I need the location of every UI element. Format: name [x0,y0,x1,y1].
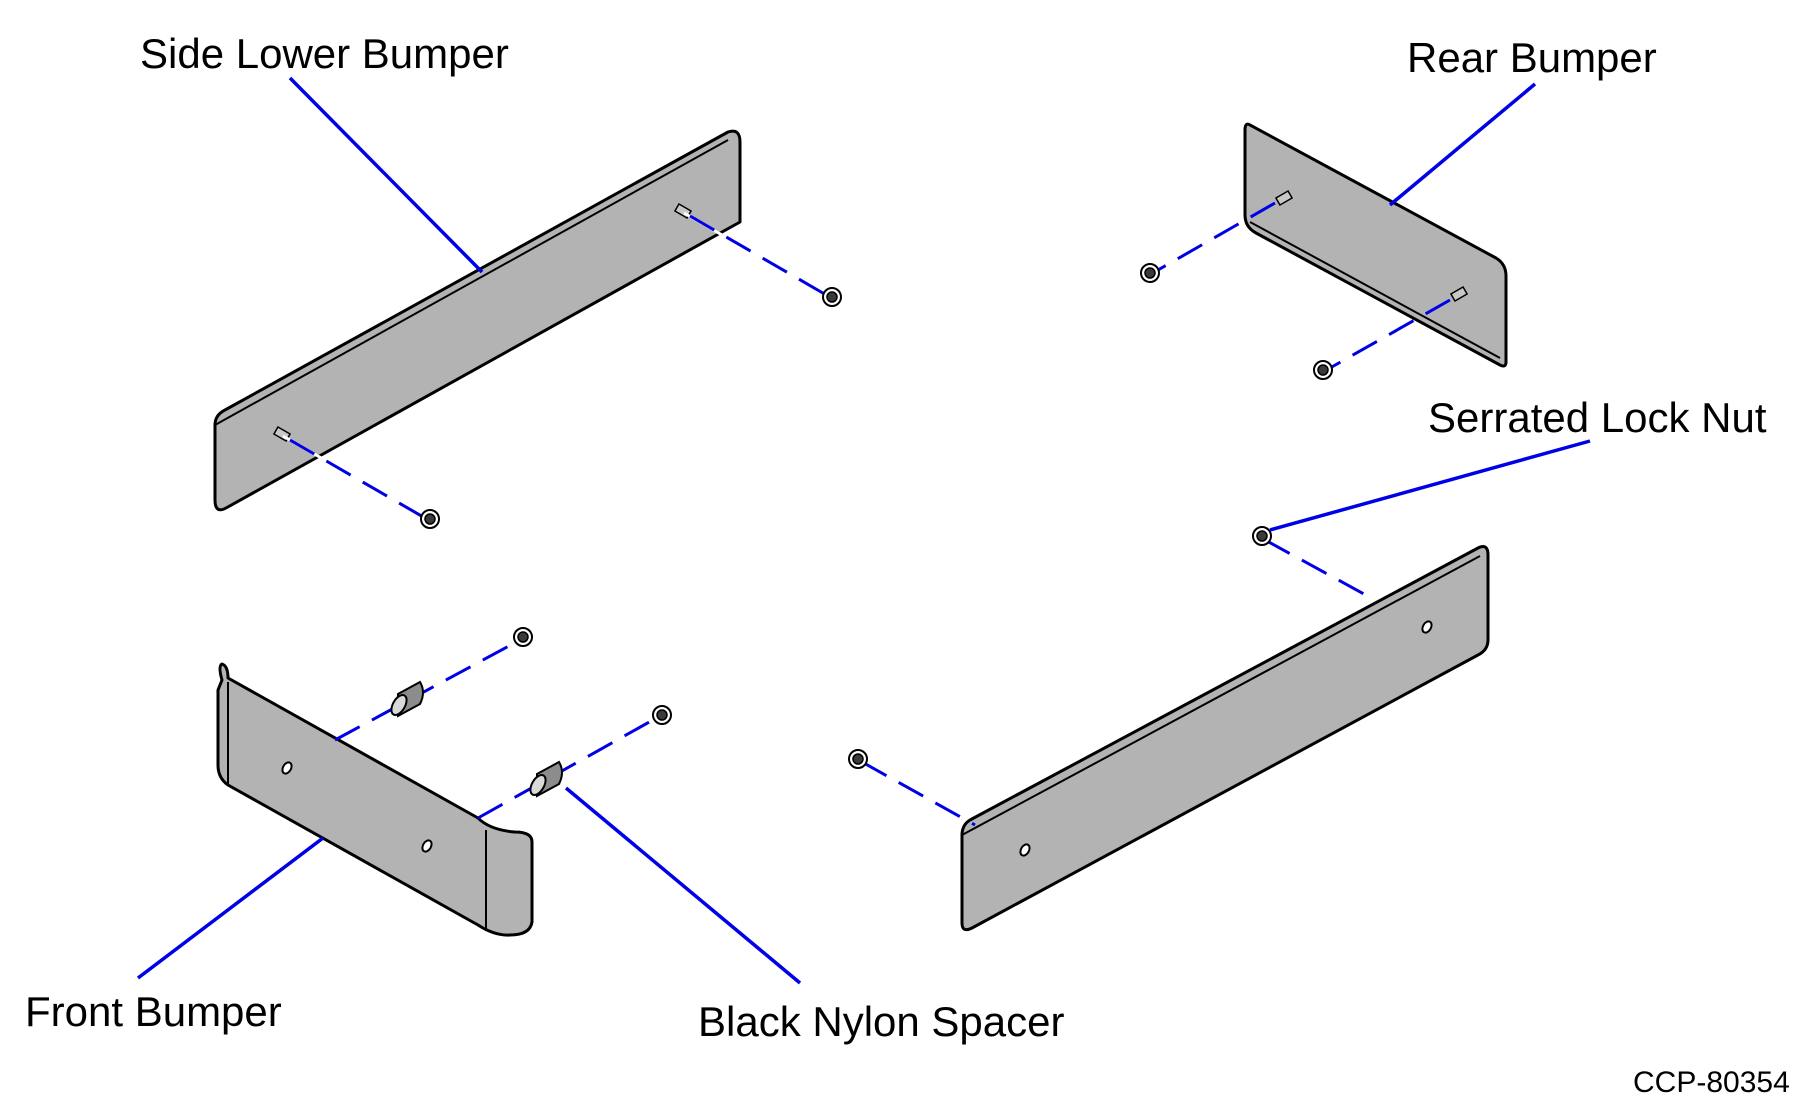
serrated-lock-nut-icon [1252,526,1272,546]
serrated-lock-nut-icon [1140,263,1160,283]
stud-icon [1449,286,1469,302]
serrated-lock-nut-icon [652,705,672,725]
label-black-nylon-spacer: Black Nylon Spacer [698,998,1065,1045]
black-nylon-spacer-icon [529,760,563,798]
side-lower-bumper [213,129,742,512]
leader-rear-bumper [1388,82,1537,207]
label-front-bumper: Front Bumper [25,988,282,1035]
label-serrated-lock-nut: Serrated Lock Nut [1428,394,1767,441]
figure-code: CCP-80354 [1633,1066,1790,1097]
serrated-lock-nut-icon [513,627,533,647]
leader-serrated-lock-nut [1269,439,1591,532]
serrated-lock-nut-icon [848,749,868,769]
front-bumper [216,662,534,937]
black-nylon-spacer-icon [390,680,424,718]
serrated-lock-nut-icon [822,287,842,307]
serrated-lock-nut-icon [420,509,440,529]
leader-side-lower-bumper [288,76,484,274]
label-side-lower-bumper: Side Lower Bumper [140,30,509,77]
serrated-lock-nut-icon [1313,360,1333,380]
side-bumper-right [960,545,1490,932]
leader-black-nylon-spacer [564,786,802,985]
rear-bumper [1243,122,1508,368]
label-rear-bumper: Rear Bumper [1407,34,1657,81]
leader-front-bumper [136,836,325,980]
stud-icon [1274,190,1294,206]
